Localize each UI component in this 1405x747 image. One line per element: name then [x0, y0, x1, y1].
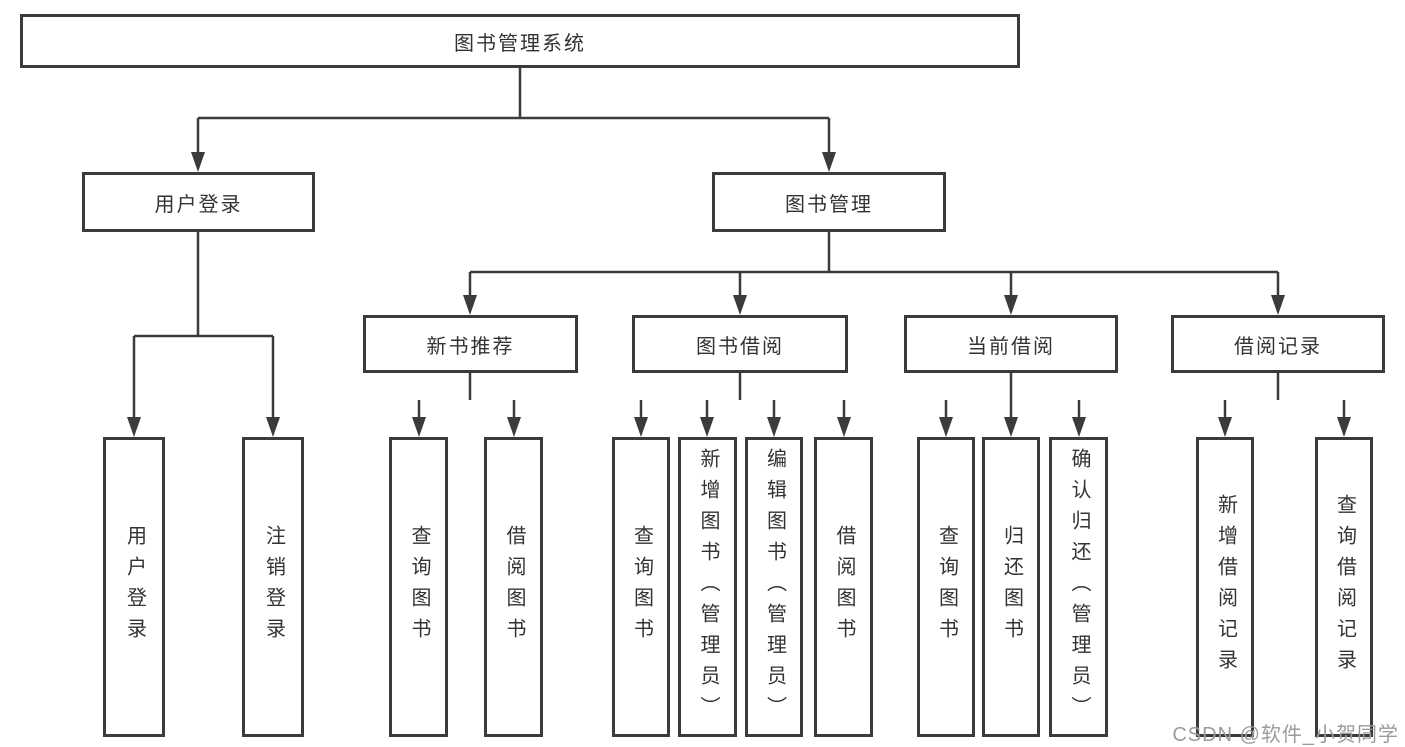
node-label: 编辑图书（管理员）	[763, 447, 786, 727]
node-label: 图书管理系统	[454, 32, 586, 55]
leaf-logout: 注销登录	[242, 437, 304, 737]
leaf-add-book-admin: 新增图书（管理员）	[678, 437, 737, 737]
node-label: 归还图书	[1000, 525, 1023, 649]
node-label: 新增图书（管理员）	[697, 447, 719, 727]
node-label: 确认归还（管理员）	[1068, 447, 1090, 727]
node-current-borrowing: 当前借阅	[904, 315, 1118, 373]
node-library-management-system: 图书管理系统	[20, 14, 1020, 68]
leaf-edit-book-admin: 编辑图书（管理员）	[745, 437, 803, 737]
node-label: 注销登录	[262, 525, 285, 649]
node-label: 查询图书	[935, 525, 958, 649]
node-user-login: 用户登录	[82, 172, 315, 232]
node-label: 用户登录	[123, 525, 146, 649]
node-book-management: 图书管理	[712, 172, 946, 232]
node-label: 借阅记录	[1234, 335, 1322, 358]
node-label: 查询借阅记录	[1333, 494, 1356, 680]
leaf-add-borrow-record: 新增借阅记录	[1196, 437, 1254, 737]
watermark: CSDN @软件_小贺同学	[1172, 724, 1399, 746]
node-borrowing-records: 借阅记录	[1171, 315, 1385, 373]
leaf-query-borrow-record: 查询借阅记录	[1315, 437, 1373, 737]
leaf-borrow-books-recommend: 借阅图书	[484, 437, 543, 737]
node-book-borrowing: 图书借阅	[632, 315, 848, 373]
leaf-confirm-return-admin: 确认归还（管理员）	[1049, 437, 1108, 737]
node-label: 借阅图书	[503, 525, 525, 649]
leaf-query-books-borrowing: 查询图书	[612, 437, 670, 737]
leaf-query-books-current: 查询图书	[917, 437, 975, 737]
leaf-return-books: 归还图书	[982, 437, 1040, 737]
leaf-query-books-recommend: 查询图书	[389, 437, 448, 737]
node-label: 图书借阅	[696, 335, 784, 358]
node-label: 用户登录	[154, 193, 243, 216]
connector-path	[132, 68, 1346, 423]
leaf-user-login: 用户登录	[103, 437, 165, 737]
node-label: 查询图书	[630, 525, 653, 649]
node-label: 新增借阅记录	[1214, 494, 1237, 680]
node-label: 图书管理	[785, 193, 873, 216]
node-label: 当前借阅	[967, 335, 1055, 358]
node-label: 借阅图书	[833, 525, 855, 649]
node-label: 新书推荐	[426, 335, 515, 358]
node-new-book-recommendation: 新书推荐	[363, 315, 578, 373]
leaf-borrow-books-borrowing: 借阅图书	[814, 437, 873, 737]
node-label: 查询图书	[408, 525, 430, 649]
